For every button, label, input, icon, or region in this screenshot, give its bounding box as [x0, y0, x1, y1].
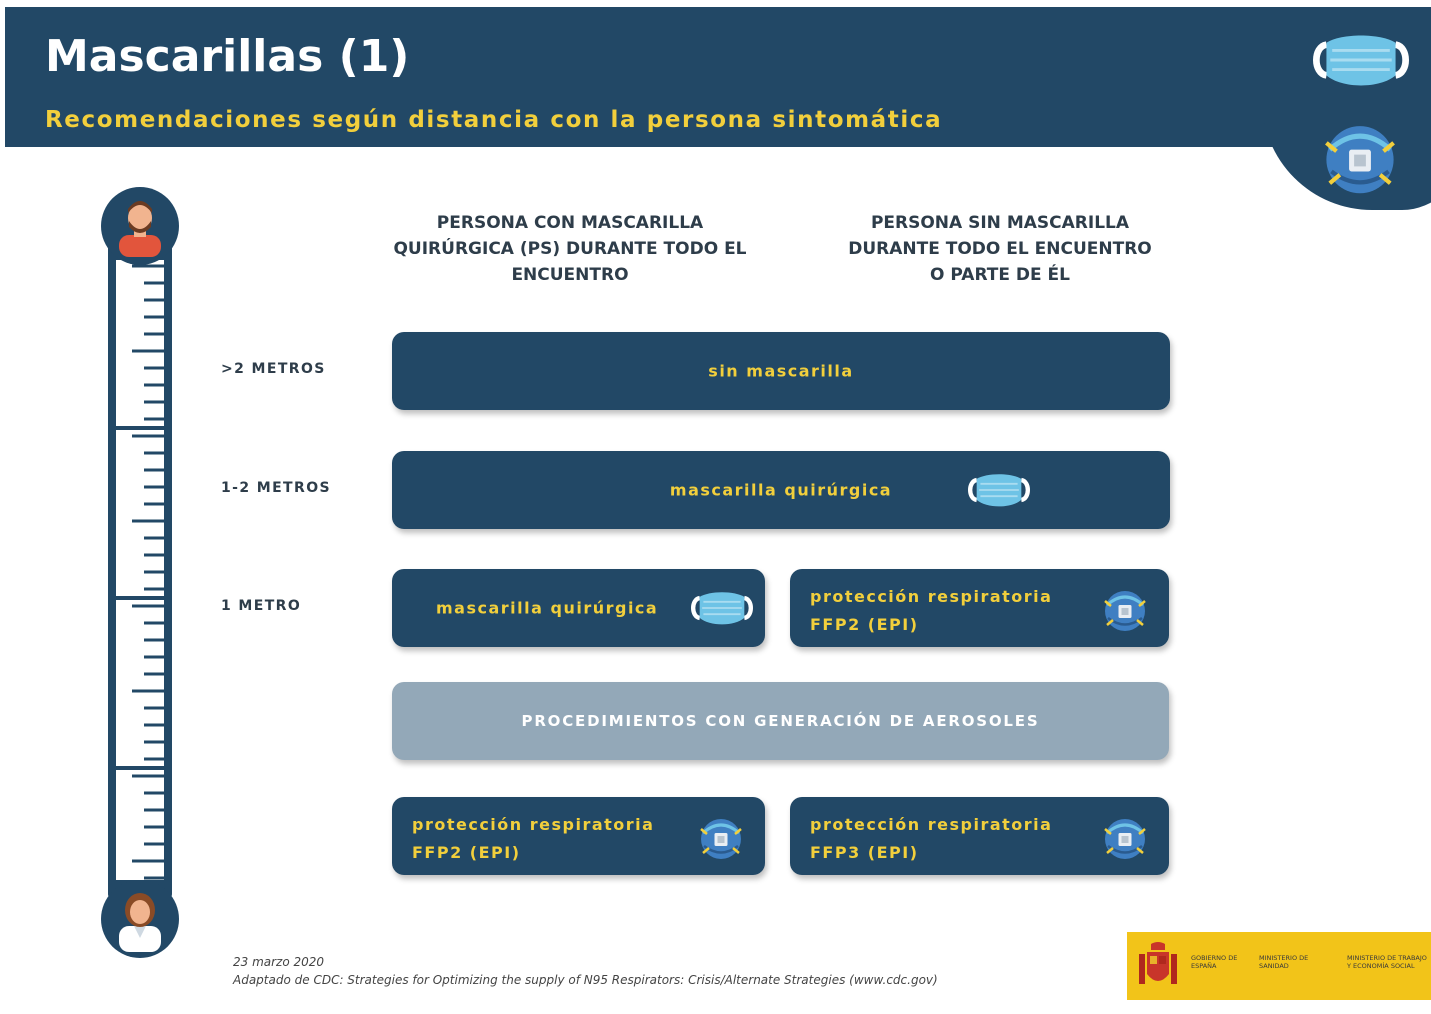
coat-of-arms-icon	[1139, 942, 1177, 984]
distance-label-far: >2 METROS	[221, 361, 326, 377]
recommendation-surgical-mask: mascarilla quirúrgica	[392, 451, 1170, 529]
health-worker-avatar	[101, 880, 179, 958]
recommendation-no-mask: sin mascarilla	[392, 332, 1170, 410]
surgical-mask-icon	[691, 589, 753, 627]
surgical-mask-icon	[968, 471, 1030, 509]
recommendation-line-2: FFP3 (EPI)	[810, 843, 919, 862]
respirator-mask-icon	[1100, 813, 1150, 863]
footer-date: 23 marzo 2020	[233, 955, 325, 969]
recommendation-near-without-mask: protección respiratoria FFP2 (EPI)	[790, 569, 1169, 647]
respirator-mask-icon	[1318, 116, 1402, 200]
recommendation-line-1: protección respiratoria	[412, 815, 655, 834]
recommendation-line-1: protección respiratoria	[810, 587, 1053, 606]
respirator-mask-icon	[1100, 585, 1150, 635]
distance-label-near: 1 METRO	[221, 598, 302, 614]
column-header-with-mask: PERSONA CON MASCARILLA QUIRÚRGICA (PS) D…	[393, 213, 747, 285]
gobierno-text: GOBIERNO DE ESPAÑA	[1191, 954, 1238, 970]
ministerio-trabajo-text: MINISTERIO DE TRABAJO Y ECONOMÍA SOCIAL	[1347, 954, 1427, 970]
page-title: Mascarillas (1)	[45, 31, 410, 82]
distance-label-mid: 1-2 METROS	[221, 480, 331, 496]
ruler-scale	[116, 260, 164, 880]
footer-source: Adaptado de CDC: Strategies for Optimizi…	[233, 973, 938, 987]
recommendation-text: protección respiratoria FFP3 (EPI)	[810, 811, 1052, 867]
ministerio-sanidad-text: MINISTERIO DE SANIDAD	[1259, 954, 1309, 970]
column-header-without-mask: PERSONA SIN MASCARILLA DURANTE TODO EL E…	[848, 213, 1152, 285]
recommendation-line-1: protección respiratoria	[810, 815, 1053, 834]
recommendation-text: protección respiratoria FFP2 (EPI)	[412, 811, 654, 867]
page-subtitle: Recomendaciones según distancia con la p…	[45, 107, 943, 133]
patient-avatar	[101, 187, 179, 265]
recommendation-line-2: FFP2 (EPI)	[412, 843, 521, 862]
person-icon	[119, 201, 161, 257]
recommendation-near-with-mask: mascarilla quirúrgica	[392, 569, 765, 647]
recommendation-text: sin mascarilla	[708, 361, 854, 381]
ruler-ticks	[116, 264, 164, 880]
respirator-mask-icon	[696, 813, 746, 863]
recommendation-line-2: FFP2 (EPI)	[810, 615, 919, 634]
aerosol-procedures-banner: PROCEDIMIENTOS CON GENERACIÓN DE AEROSOL…	[392, 682, 1169, 760]
recommendation-text: mascarilla quirúrgica	[669, 480, 893, 500]
recommendation-aerosol-ffp2: protección respiratoria FFP2 (EPI)	[392, 797, 765, 875]
government-logo-strip: GOBIERNO DE ESPAÑA MINISTERIO DE SANIDAD…	[1127, 932, 1431, 1000]
recommendation-text: mascarilla quirúrgica	[436, 598, 659, 618]
health-worker-icon	[119, 893, 161, 952]
recommendation-aerosol-ffp3: protección respiratoria FFP3 (EPI)	[790, 797, 1169, 875]
aerosol-banner-text: PROCEDIMIENTOS CON GENERACIÓN DE AEROSOL…	[521, 712, 1040, 730]
recommendation-text: protección respiratoria FFP2 (EPI)	[810, 583, 1052, 639]
surgical-mask-icon	[1313, 30, 1409, 90]
header-banner: Mascarillas (1) Recomendaciones según di…	[5, 7, 1431, 147]
